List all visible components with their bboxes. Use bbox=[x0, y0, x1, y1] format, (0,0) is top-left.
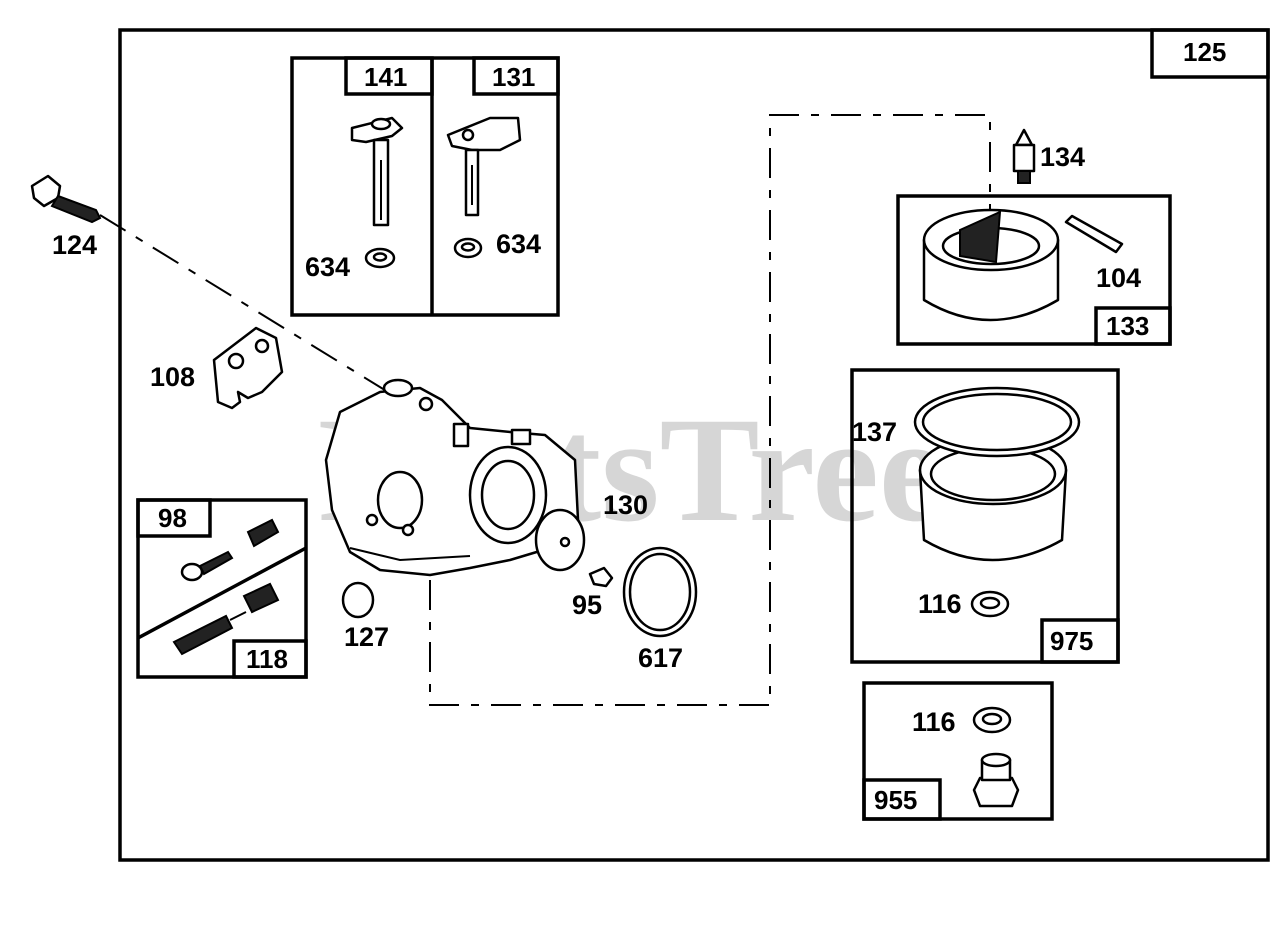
choke-shaft-drawing bbox=[446, 116, 522, 217]
carburetor-body-drawing bbox=[324, 378, 580, 577]
mixture-screw-kit-label: 118 bbox=[246, 644, 288, 674]
o-ring-drawing bbox=[622, 546, 698, 638]
screw-kit-frame bbox=[136, 498, 308, 679]
float-bowl-insert-label-box bbox=[1094, 306, 1172, 346]
idle-spring-drawing bbox=[246, 518, 280, 548]
choke-shaft-label-box bbox=[472, 56, 560, 96]
mixture-screw-drawing bbox=[172, 611, 247, 656]
throttle-plate-label: 130 bbox=[603, 490, 648, 520]
gasket-ring-label: 137 bbox=[852, 417, 897, 447]
bolt-label: 124 bbox=[52, 230, 97, 260]
needle-drawing bbox=[1012, 128, 1036, 184]
idle-screw-drawing bbox=[180, 550, 234, 582]
throttle-shaft-label-box bbox=[344, 56, 434, 96]
plate-drawing bbox=[212, 326, 284, 410]
o-ring-label: 617 bbox=[638, 643, 683, 673]
seal-right-label: 634 bbox=[496, 229, 541, 259]
bowl-guide-line bbox=[429, 114, 991, 706]
throttle-plate-drawing bbox=[534, 508, 586, 572]
throttle-shaft-drawing bbox=[350, 116, 404, 227]
mixture-spring-drawing bbox=[242, 582, 280, 614]
bolt-drawing bbox=[30, 174, 102, 224]
welch-plug-drawing bbox=[341, 581, 375, 619]
washer-kit-drawing bbox=[972, 706, 1012, 734]
plate-label: 108 bbox=[150, 362, 195, 392]
bolt-guide-line bbox=[99, 214, 389, 393]
needle-label: 134 bbox=[1040, 142, 1085, 172]
bowl-nut-kit-label: 955 bbox=[874, 785, 917, 815]
bowl-nut-kit-frame bbox=[862, 681, 1054, 821]
washer-kit-label: 116 bbox=[912, 707, 956, 737]
seal-left-label: 634 bbox=[305, 252, 350, 282]
float-bowl-insert-label: 133 bbox=[1106, 311, 1149, 341]
seal-right-drawing bbox=[453, 237, 483, 259]
pin-label: 104 bbox=[1096, 263, 1141, 293]
float-bowl-insert-drawing bbox=[922, 208, 1060, 322]
choke-shaft-label: 131 bbox=[492, 62, 535, 92]
gasket-ring-drawing bbox=[913, 386, 1081, 458]
screw-drawing bbox=[588, 566, 614, 588]
main-frame-label-box bbox=[1150, 28, 1270, 79]
float-bowl-frame bbox=[850, 368, 1120, 664]
main-frame bbox=[118, 28, 1270, 862]
welch-plug-label: 127 bbox=[344, 622, 389, 652]
idle-screw-kit-label: 98 bbox=[158, 503, 187, 533]
seal-left-drawing bbox=[364, 247, 396, 269]
bowl-nut-kit-label-box bbox=[862, 778, 942, 821]
washer-bowl-drawing bbox=[970, 590, 1010, 618]
washer-bowl-label: 116 bbox=[918, 589, 962, 619]
main-frame-label: 125 bbox=[1183, 37, 1226, 67]
screw-kit-divider bbox=[137, 546, 307, 640]
idle-screw-kit-label-box bbox=[136, 498, 212, 538]
pin-drawing bbox=[1064, 214, 1124, 254]
bowl-nut-drawing bbox=[972, 752, 1020, 808]
mixture-screw-kit-label-box bbox=[232, 639, 308, 679]
throttle-shaft-label: 141 bbox=[364, 62, 407, 92]
float-bowl-insert-frame bbox=[896, 194, 1172, 346]
float-bowl-label-box bbox=[1040, 618, 1120, 664]
screw-label: 95 bbox=[572, 590, 602, 620]
float-bowl-label: 975 bbox=[1050, 626, 1093, 656]
